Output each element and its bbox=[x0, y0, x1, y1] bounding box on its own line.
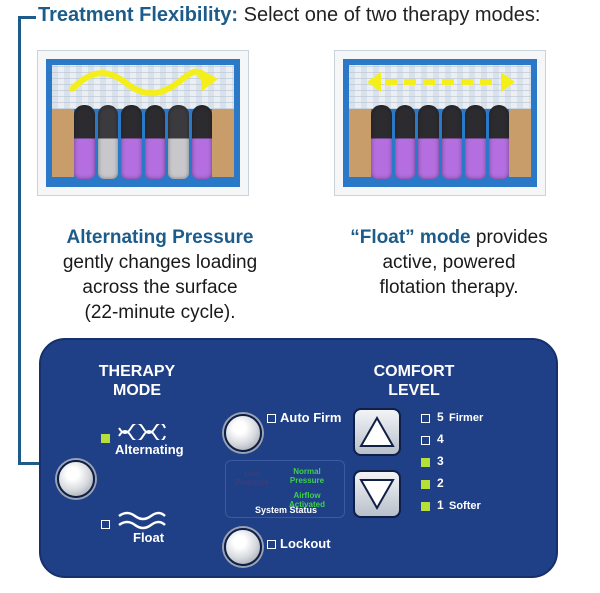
level-4-indicator bbox=[421, 436, 430, 445]
caption-line: flotation therapy. bbox=[379, 277, 519, 298]
alternating-label: Alternating bbox=[115, 442, 184, 457]
page-title: Treatment Flexibility: Select one of two… bbox=[38, 4, 540, 27]
caption-line: (22-minute cycle). bbox=[84, 302, 236, 323]
level-5-note: Firmer bbox=[449, 412, 484, 424]
low-pressure-text: Low Pressure bbox=[234, 469, 270, 487]
comfort-title-line: COMFORT bbox=[373, 363, 455, 380]
wavy-arrow-icon bbox=[69, 68, 218, 97]
air-cells bbox=[371, 105, 509, 179]
air-cell bbox=[371, 105, 392, 179]
control-panel: THERAPY MODE Alternating Float Auto Firm… bbox=[39, 338, 558, 578]
mattress-side-foam bbox=[509, 109, 531, 177]
comfort-down-button[interactable] bbox=[353, 470, 401, 518]
level-5-indicator bbox=[421, 414, 430, 423]
level-1-number: 1 bbox=[437, 498, 444, 512]
level-5-number: 5 bbox=[437, 410, 444, 424]
bracket-bottom bbox=[18, 462, 58, 465]
auto-firm-label: Auto Firm bbox=[280, 410, 342, 425]
airflow-activated-text: Airflow Activated bbox=[288, 491, 325, 509]
alternating-title: Alternating Pressure bbox=[66, 227, 254, 248]
lockout-indicator bbox=[267, 540, 276, 549]
triangle-down-icon bbox=[359, 479, 395, 511]
alternating-mattress-illustration bbox=[37, 50, 249, 196]
therapy-title-line: MODE bbox=[113, 382, 161, 399]
alternating-caption: Alternating Pressure gently changes load… bbox=[40, 225, 280, 325]
level-1-note: Softer bbox=[449, 500, 481, 512]
mattress-side-foam bbox=[52, 109, 74, 177]
caption-line: across the surface bbox=[82, 277, 238, 298]
level-2-indicator bbox=[421, 480, 430, 489]
title-rest: Select one of two therapy modes: bbox=[238, 4, 541, 26]
therapy-mode-button[interactable] bbox=[57, 460, 95, 498]
double-dashed-arrow-icon bbox=[367, 72, 515, 92]
caption-line: active, powered bbox=[382, 252, 516, 273]
mattress-side-foam bbox=[212, 109, 234, 177]
therapy-mode-title: THERAPY MODE bbox=[77, 362, 197, 400]
air-cell bbox=[74, 105, 95, 179]
caption-line: gently changes loading bbox=[62, 252, 258, 273]
lockout-button[interactable] bbox=[224, 528, 262, 566]
bracket-top bbox=[18, 16, 36, 19]
triangle-up-icon bbox=[359, 415, 395, 447]
air-cell bbox=[488, 105, 509, 179]
air-cell bbox=[191, 105, 212, 179]
mattress-side-foam bbox=[349, 109, 371, 177]
air-cell bbox=[418, 105, 439, 179]
air-cells bbox=[74, 105, 212, 179]
level-3-number: 3 bbox=[437, 454, 444, 468]
air-cell bbox=[394, 105, 415, 179]
level-1-indicator bbox=[421, 502, 430, 511]
system-status-label: System Status bbox=[254, 505, 318, 515]
float-mattress-illustration bbox=[334, 50, 546, 196]
normal-pressure-text: Normal Pressure bbox=[289, 467, 325, 485]
air-cell bbox=[465, 105, 486, 179]
therapy-title-line: THERAPY bbox=[98, 363, 176, 380]
bracket-line bbox=[18, 16, 21, 464]
lockout-label: Lockout bbox=[280, 536, 331, 551]
title-lead: Treatment Flexibility: bbox=[38, 4, 239, 26]
air-cell bbox=[441, 105, 462, 179]
auto-firm-button[interactable] bbox=[224, 414, 262, 452]
air-cell bbox=[97, 105, 118, 179]
float-wave-icon bbox=[118, 511, 166, 530]
air-cell bbox=[144, 105, 165, 179]
level-2-number: 2 bbox=[437, 476, 444, 490]
comfort-title-line: LEVEL bbox=[388, 382, 440, 399]
alternating-wave-icon bbox=[118, 424, 166, 440]
comfort-up-button[interactable] bbox=[353, 408, 401, 456]
level-3-indicator bbox=[421, 458, 430, 467]
comfort-level-title: COMFORT LEVEL bbox=[349, 362, 479, 400]
air-cell bbox=[168, 105, 189, 179]
float-title: “Float” mode bbox=[350, 227, 471, 248]
alternating-indicator bbox=[101, 434, 110, 443]
system-status-display: Low Pressure Normal Pressure Airflow Act… bbox=[225, 460, 345, 518]
auto-firm-indicator bbox=[267, 414, 276, 423]
float-title-rest: provides bbox=[470, 227, 548, 248]
air-cell bbox=[121, 105, 142, 179]
float-caption: “Float” mode provides active, powered fl… bbox=[318, 225, 580, 300]
float-label: Float bbox=[133, 530, 165, 545]
float-indicator bbox=[101, 520, 110, 529]
level-4-number: 4 bbox=[437, 432, 444, 446]
